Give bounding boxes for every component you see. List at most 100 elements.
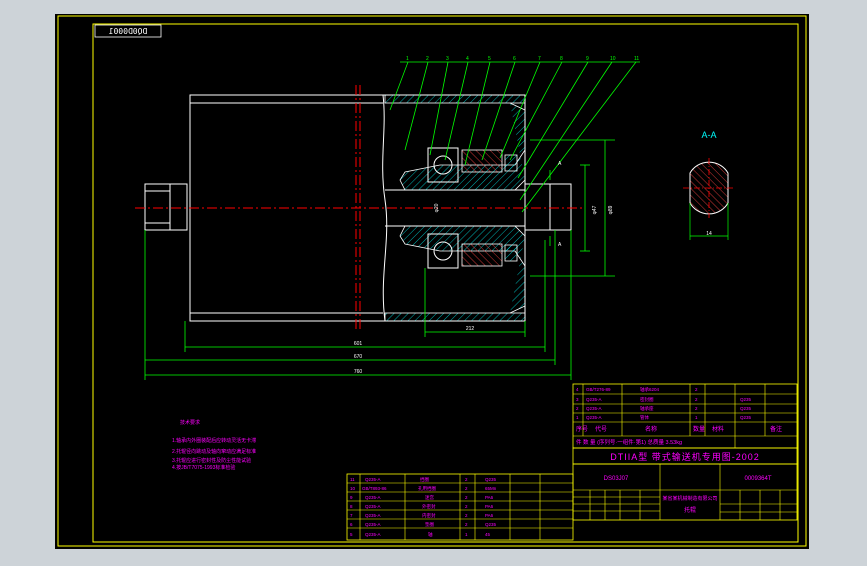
svg-text:45: 45 (485, 532, 491, 537)
dim-overall: 760 (354, 369, 363, 375)
svg-text:9: 9 (350, 495, 353, 500)
drawing-code-left: DS03J07 (604, 476, 629, 482)
dim-inner: 601 (354, 341, 363, 347)
left-shaft-stub (144, 183, 188, 231)
svg-text:序号: 序号 (576, 425, 588, 433)
svg-text:Q235: Q235 (485, 477, 497, 482)
svg-text:2: 2 (465, 522, 468, 527)
product-name: 托辊 (684, 506, 696, 514)
svg-text:GB/T276-89: GB/T276-89 (586, 387, 611, 392)
svg-text:2: 2 (465, 477, 468, 482)
technical-notes: 技术要求 1.轴承内外圈装配后应转动灵活无卡滞 2.托辊径向跳动及轴向窜动应满足… (172, 419, 256, 471)
svg-text:11: 11 (634, 56, 639, 62)
svg-text:2: 2 (576, 406, 579, 411)
bearing-ball-top (433, 155, 453, 175)
svg-text:2: 2 (426, 56, 429, 62)
svg-text:名称: 名称 (645, 425, 657, 433)
svg-text:孔用挡圈: 孔用挡圈 (418, 485, 436, 492)
right-parts-text: 4 GB/T276-89 轴承6204 2 3 Q235-A 密封圈 2 Q23… (576, 386, 752, 421)
svg-text:技术要求: 技术要求 (180, 419, 200, 426)
svg-text:备注: 备注 (770, 425, 782, 433)
centerlines (135, 85, 585, 330)
break-line (382, 94, 388, 322)
dim-tube-dia: φ89 (608, 205, 614, 214)
right-shaft-stub (524, 183, 572, 231)
section-a-a: A-A 14 (683, 130, 735, 240)
svg-text:2: 2 (465, 486, 468, 491)
svg-text:Q235-A: Q235-A (365, 477, 381, 482)
svg-text:Q235-A: Q235-A (586, 397, 602, 402)
svg-text:3: 3 (446, 56, 449, 62)
svg-text:Q235: Q235 (740, 397, 752, 402)
inner-border (92, 23, 799, 543)
svg-text:轴承6204: 轴承6204 (640, 386, 660, 393)
svg-text:6: 6 (350, 522, 353, 527)
svg-text:65Mn: 65Mn (485, 486, 497, 491)
svg-text:迷宫: 迷宫 (425, 494, 434, 501)
svg-text:4: 4 (466, 56, 469, 62)
dim-flat-width: 14 (706, 231, 712, 237)
svg-text:1: 1 (695, 415, 698, 420)
svg-text:1: 1 (576, 415, 579, 420)
header-row-text: 序号 代号 名称 数量 材料 备注 (576, 425, 782, 433)
bottom-parts-text: 11 Q235-A 挡圈 2 Q235 10 GB/T893-86 孔用挡圈 2… (350, 476, 497, 538)
svg-text:管体: 管体 (640, 414, 649, 421)
svg-text:Q235: Q235 (740, 406, 752, 411)
svg-text:代号: 代号 (595, 425, 607, 433)
svg-text:7: 7 (350, 513, 353, 518)
section-label: A-A (701, 130, 716, 140)
svg-text:Q235-A: Q235-A (365, 495, 381, 500)
svg-text:Q235-A: Q235-A (365, 513, 381, 518)
svg-text:材料: 材料 (712, 425, 724, 433)
svg-text:Q235-A: Q235-A (365, 522, 381, 527)
outer-border (57, 15, 807, 547)
title-block: 4 GB/T276-89 轴承6204 2 3 Q235-A 密封圈 2 Q23… (346, 383, 798, 541)
company-line: 某省某机械制造有限公司 (662, 495, 717, 502)
svg-text:9: 9 (586, 56, 589, 62)
dim-bearing-dia: φ47 (592, 205, 598, 214)
dim-hub: 212 (466, 326, 475, 332)
svg-text:挡圈: 挡圈 (420, 476, 429, 483)
svg-text:Q235: Q235 (485, 522, 497, 527)
svg-text:3: 3 (576, 397, 579, 402)
svg-text:2: 2 (465, 504, 468, 509)
title-line: DTIIA型 带式输送机专用图-2002 (610, 451, 760, 462)
svg-text:4: 4 (576, 387, 579, 392)
svg-text:4.按JB/T7075-1993标准检验: 4.按JB/T7075-1993标准检验 (172, 464, 235, 471)
svg-text:7: 7 (538, 56, 541, 62)
svg-text:数量: 数量 (693, 425, 705, 433)
svg-text:8: 8 (350, 504, 353, 509)
svg-text:3.托辊应进行密封性及防尘性能试验: 3.托辊应进行密封性及防尘性能试验 (172, 457, 251, 464)
dim-shaft-dia: φ20 (434, 203, 440, 212)
bearing-ball-bottom (433, 241, 453, 261)
svg-text:2.托辊径向跳动及轴向窜动应满足标准: 2.托辊径向跳动及轴向窜动应满足标准 (172, 448, 256, 455)
svg-text:PA6: PA6 (485, 513, 494, 518)
dim-body: 670 (354, 354, 363, 360)
svg-text:10: 10 (610, 56, 616, 62)
svg-text:1: 1 (406, 56, 409, 62)
svg-text:轴: 轴 (428, 531, 433, 538)
svg-text:PA6: PA6 (485, 495, 494, 500)
svg-text:6: 6 (513, 56, 516, 62)
svg-text:2: 2 (465, 513, 468, 518)
svg-text:2: 2 (465, 495, 468, 500)
drawing-code-right: 0009364T (744, 476, 771, 482)
model-space (55, 14, 809, 549)
svg-text:Q235-A: Q235-A (365, 532, 381, 537)
section-mark-top: A (558, 161, 562, 167)
svg-text:1.轴承内外圈装配后应转动灵活无卡滞: 1.轴承内外圈装配后应转动灵活无卡滞 (172, 437, 256, 444)
dimension-texts: 760 670 601 212 φ89 φ47 φ20 A A (354, 161, 614, 375)
svg-text:GB/T893-86: GB/T893-86 (362, 486, 387, 491)
svg-text:1: 1 (465, 532, 468, 537)
svg-text:PA6: PA6 (485, 504, 494, 509)
balloon-numbers: 1 2 3 4 5 6 7 8 9 10 11 (406, 56, 639, 62)
section-mark-bottom: A (558, 242, 562, 248)
number-stamp: DQ0D0001 (109, 27, 148, 36)
number-stamp-box (94, 24, 162, 38)
weight-row: 件 数 量 (序列号·一组件·第1) 总质量 3.53kg (576, 438, 682, 446)
leader-lines (144, 61, 640, 380)
svg-text:2: 2 (695, 406, 698, 411)
svg-text:Q235-A: Q235-A (586, 415, 602, 420)
svg-text:8: 8 (560, 56, 563, 62)
